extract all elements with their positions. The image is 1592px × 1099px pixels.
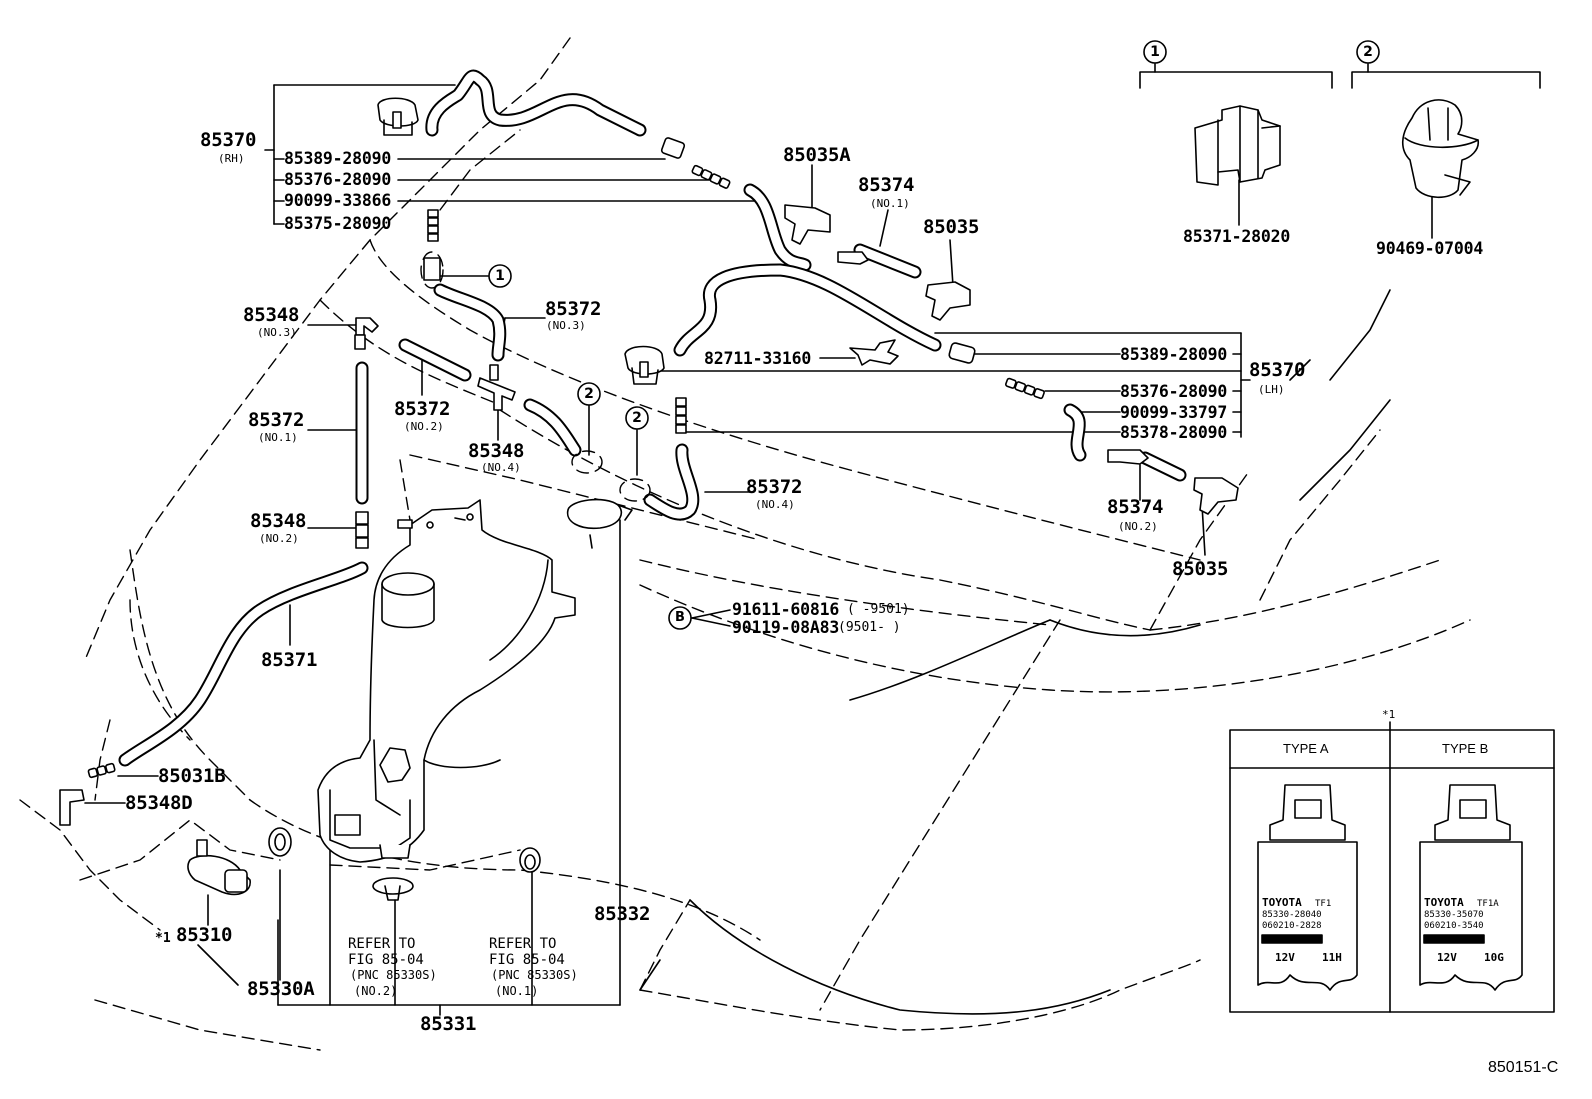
type-b-brand: TOYOTA (1424, 896, 1464, 909)
part-85370-lh: 85370 (1249, 359, 1306, 381)
no4-tag-a: (NO.4) (481, 461, 521, 474)
part-85310: 85310 (176, 924, 233, 946)
figure-id: 850151-C (1488, 1059, 1559, 1076)
part-85374-no2: 85374 (1107, 496, 1164, 518)
part-82711-33160: 82711-33160 (704, 349, 812, 368)
part-85331: 85331 (420, 1013, 477, 1035)
part-90099-33866: 90099-33866 (284, 191, 392, 210)
part-85332: 85332 (594, 903, 651, 925)
no1-tag-a: (NO.1) (870, 197, 910, 210)
type-a-voltage: 12V (1275, 951, 1295, 964)
type-b-header: TYPE B (1442, 741, 1489, 756)
refer-right-line1: REFER TO (489, 936, 557, 952)
lh-tag: (LH) (1258, 383, 1285, 396)
refer-right-line3: (PNC 85330S) (491, 968, 578, 982)
part-85371-28020: 85371-28020 (1183, 227, 1291, 246)
type-b-code: TF1A (1477, 899, 1499, 909)
callout-2-a: 2 (584, 386, 594, 402)
no1-tag-b: (NO.1) (258, 431, 298, 444)
type-a-code: TF1 (1315, 899, 1332, 909)
part-85374-no1: 85374 (858, 174, 915, 196)
part-85372-no1: 85372 (248, 409, 305, 431)
type-b-pn2: 060210-3540 (1424, 921, 1484, 931)
type-a-pn2: 060210-2828 (1262, 921, 1322, 931)
type-b-amp: 10G (1484, 951, 1504, 964)
refer-left-line1: REFER TO (348, 936, 416, 952)
part-90119-range: (9501- ) (838, 620, 901, 635)
part-85348-no4: 85348 (468, 440, 525, 462)
no4-tag-b: (NO.4) (755, 498, 795, 511)
no2-tag-b: (NO.2) (259, 532, 299, 545)
part-85031b: 85031B (158, 765, 226, 787)
washer-pump (187, 839, 251, 896)
part-85348-no3: 85348 (243, 304, 300, 326)
part-85035a: 85035A (783, 144, 851, 166)
part-85372-no3: 85372 (545, 298, 602, 320)
leader-lines (84, 63, 1541, 1016)
part-90119-08a83: 90119-08A83 (732, 618, 840, 637)
callout-circles (488, 40, 1380, 630)
part-85376-28090-lh: 85376-28090 (1120, 382, 1228, 401)
refer-left-line3: (PNC 85330S) (350, 968, 437, 982)
part-91611-60816: 91611-60816 (732, 600, 840, 619)
part-85035-bottom: 85035 (1172, 558, 1229, 580)
inset-star: *1 (1382, 708, 1396, 721)
callout-1-top: 1 (1150, 44, 1160, 60)
part-85035-top: 85035 (923, 216, 980, 238)
body-outline (19, 37, 1471, 1051)
type-a-amp: 11H (1322, 951, 1342, 964)
clip-90469-07004 (1401, 99, 1480, 199)
callout-b: B (675, 610, 685, 625)
type-a-brand: TOYOTA (1262, 896, 1302, 909)
part-85389-28090-rh: 85389-28090 (284, 149, 392, 168)
part-85372-no4: 85372 (746, 476, 803, 498)
connectors (59, 137, 1149, 901)
no2-tag-a: (NO.2) (404, 420, 444, 433)
refer-left-line2: FIG 85-04 (348, 952, 424, 968)
part-85348-no2: 85348 (250, 510, 307, 532)
hoses (118, 69, 1187, 767)
part-85348d: 85348D (125, 792, 193, 814)
no2-tag-c: (NO.2) (1118, 520, 1158, 533)
star1-pump: *1 (155, 931, 171, 946)
washer-tank (317, 499, 576, 863)
refer-right-line2: FIG 85-04 (489, 952, 565, 968)
refer-right-line4: (NO.1) (495, 984, 539, 998)
part-85370-rh: 85370 (200, 129, 257, 151)
callout-1-mid: 1 (495, 268, 505, 284)
part-85371: 85371 (261, 649, 318, 671)
type-a-header: TYPE A (1283, 741, 1329, 756)
no3-tag-a: (NO.3) (257, 326, 297, 339)
clip-85371-28020 (1194, 105, 1281, 186)
nozzles (377, 97, 1239, 549)
part-85376-28090-rh: 85376-28090 (284, 170, 392, 189)
part-85372-no2: 85372 (394, 398, 451, 420)
part-90099-33797: 90099-33797 (1120, 403, 1228, 422)
inset-pump-types (1229, 729, 1555, 1013)
refer-left-line4: (NO.2) (354, 984, 398, 998)
callout-2-top: 2 (1363, 44, 1373, 60)
callout-2-b: 2 (632, 410, 642, 426)
type-a-pn1: 85330-28040 (1262, 910, 1322, 920)
type-b-pn1: 85330-35070 (1424, 910, 1484, 920)
part-91611-range: ( -9501) (847, 602, 910, 617)
type-b-voltage: 12V (1437, 951, 1457, 964)
part-85375-28090: 85375-28090 (284, 214, 392, 233)
part-85378-28090: 85378-28090 (1120, 423, 1228, 442)
part-90469-07004: 90469-07004 (1376, 239, 1484, 258)
no3-tag-b: (NO.3) (546, 319, 586, 332)
part-85330a: 85330A (247, 978, 315, 1000)
rh-tag: (RH) (218, 152, 245, 165)
part-85389-28090-lh: 85389-28090 (1120, 345, 1228, 364)
